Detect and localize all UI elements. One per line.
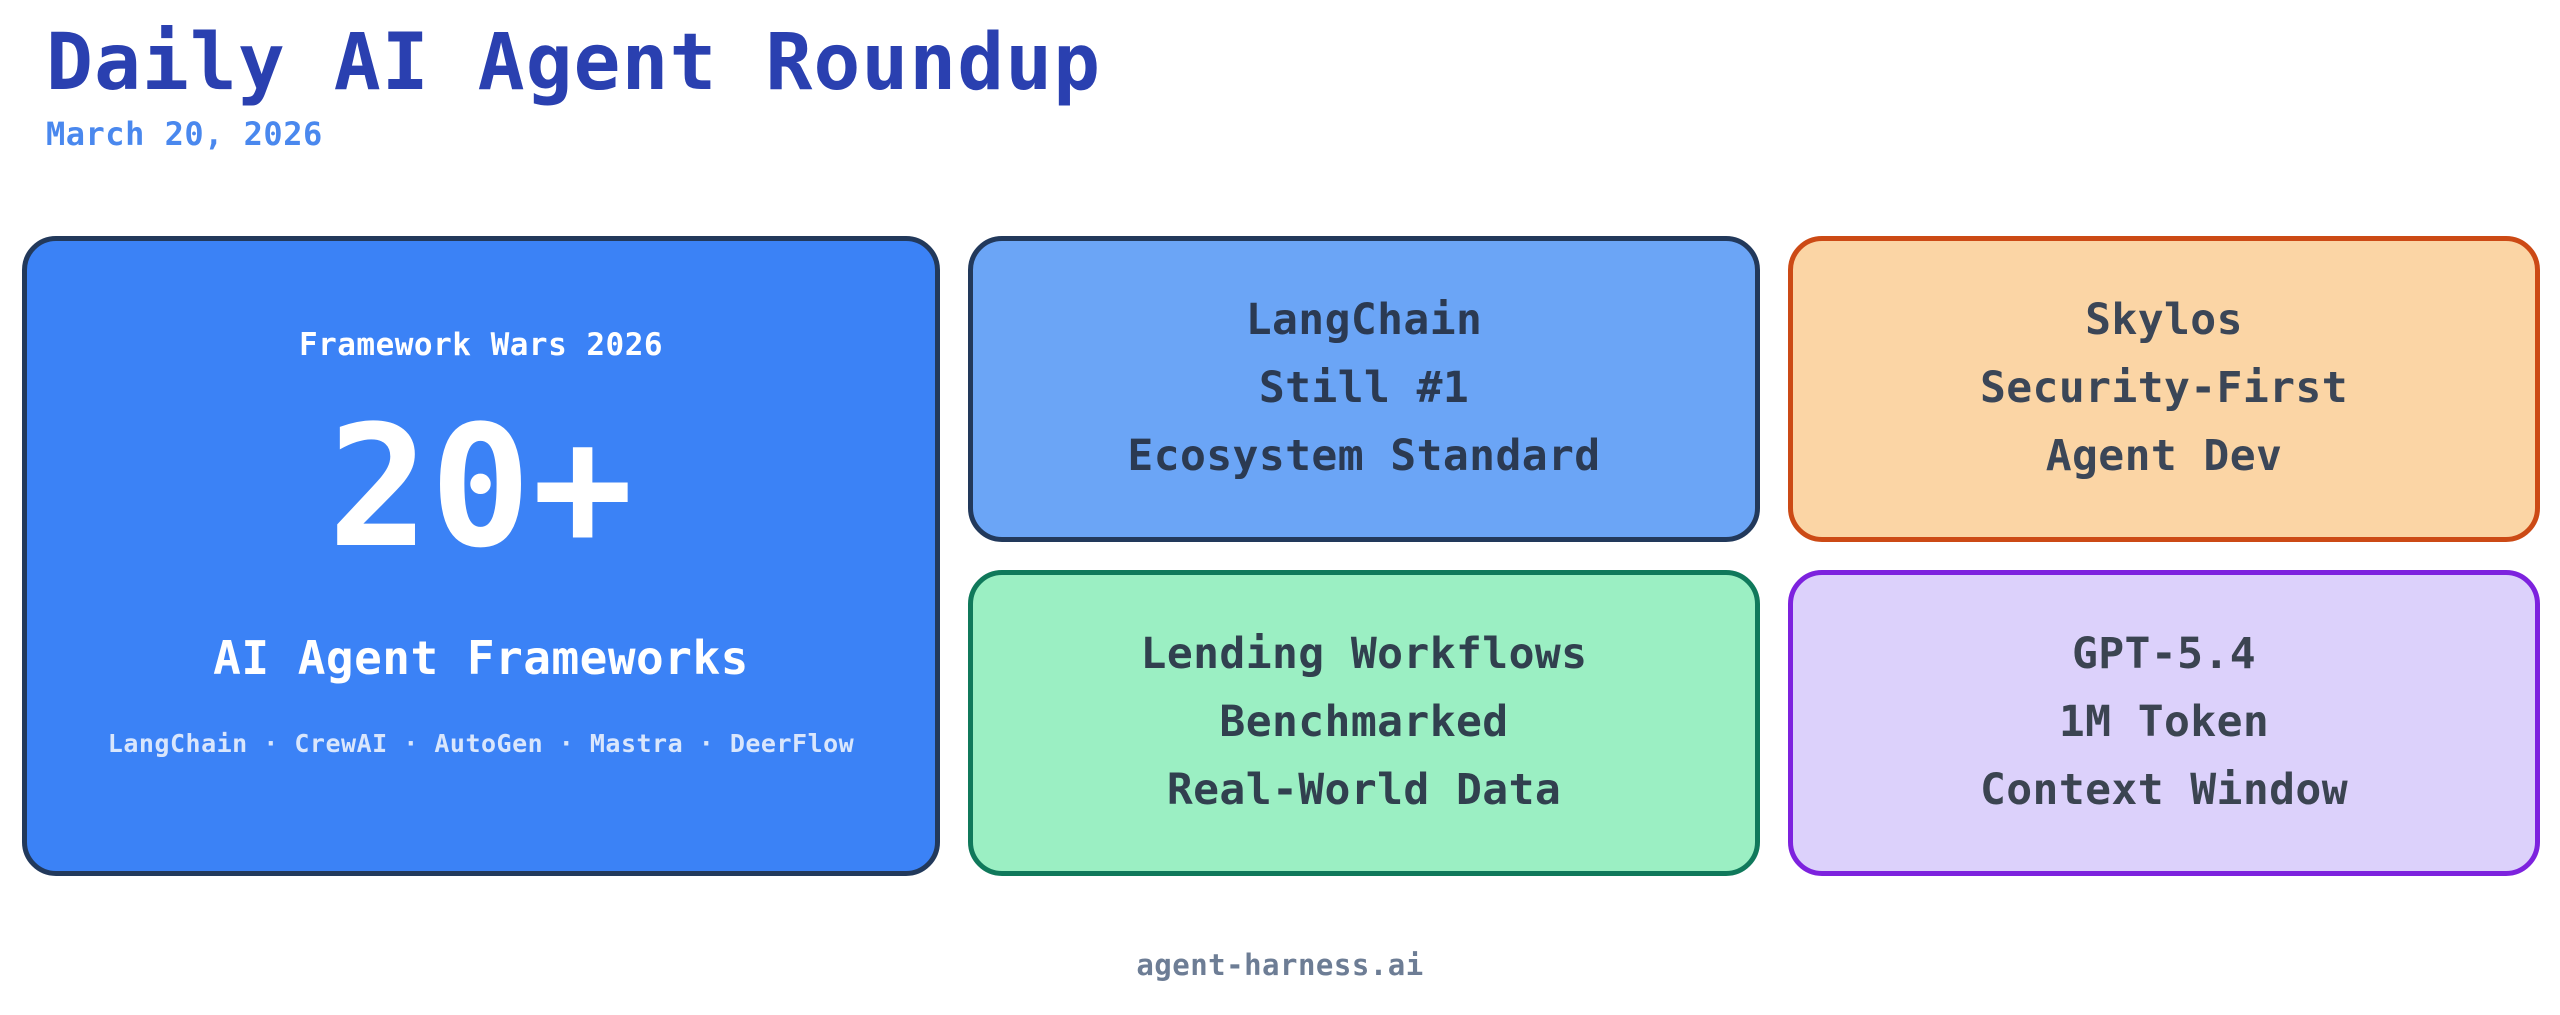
hero-eyebrow: Framework Wars 2026 (298, 327, 664, 363)
card-lending-line3: Real-World Data (1166, 764, 1562, 815)
card-lending-line1: Lending Workflows (1140, 629, 1588, 680)
card-langchain-line2: Still #1 (1258, 363, 1470, 414)
card-langchain[interactable]: LangChain Still #1 Ecosystem Standard (968, 236, 1760, 542)
hero-card-frameworks[interactable]: Framework Wars 2026 20+ AI Agent Framewo… (22, 236, 940, 876)
page-title: Daily AI Agent Roundup (46, 18, 1102, 108)
hero-stat-number: 20+ (327, 389, 635, 585)
card-skylos-line3: Agent Dev (2045, 430, 2283, 481)
footer-source: agent-harness.ai (1136, 948, 1424, 982)
card-lending-workflows[interactable]: Lending Workflows Benchmarked Real-World… (968, 570, 1760, 876)
card-gpt-line3: Context Window (1979, 764, 2349, 815)
card-langchain-line3: Ecosystem Standard (1127, 430, 1601, 481)
card-gpt-line1: GPT-5.4 (2071, 629, 2257, 680)
card-lending-line2: Benchmarked (1219, 697, 1509, 748)
hero-framework-list: LangChain · CrewAI · AutoGen · Mastra · … (107, 729, 855, 758)
card-grid: Framework Wars 2026 20+ AI Agent Framewo… (22, 236, 2542, 876)
card-langchain-line1: LangChain (1245, 295, 1483, 346)
hero-stat-label: AI Agent Frameworks (213, 631, 749, 685)
page-header: Daily AI Agent Roundup March 20, 2026 (46, 22, 1101, 153)
card-skylos-line2: Security-First (1979, 363, 2349, 414)
card-skylos-line1: Skylos (2085, 295, 2243, 346)
card-skylos[interactable]: Skylos Security-First Agent Dev (1788, 236, 2540, 542)
page-date: March 20, 2026 (46, 114, 323, 153)
card-gpt-line2: 1M Token (2058, 697, 2270, 748)
card-gpt-context-window[interactable]: GPT-5.4 1M Token Context Window (1788, 570, 2540, 876)
